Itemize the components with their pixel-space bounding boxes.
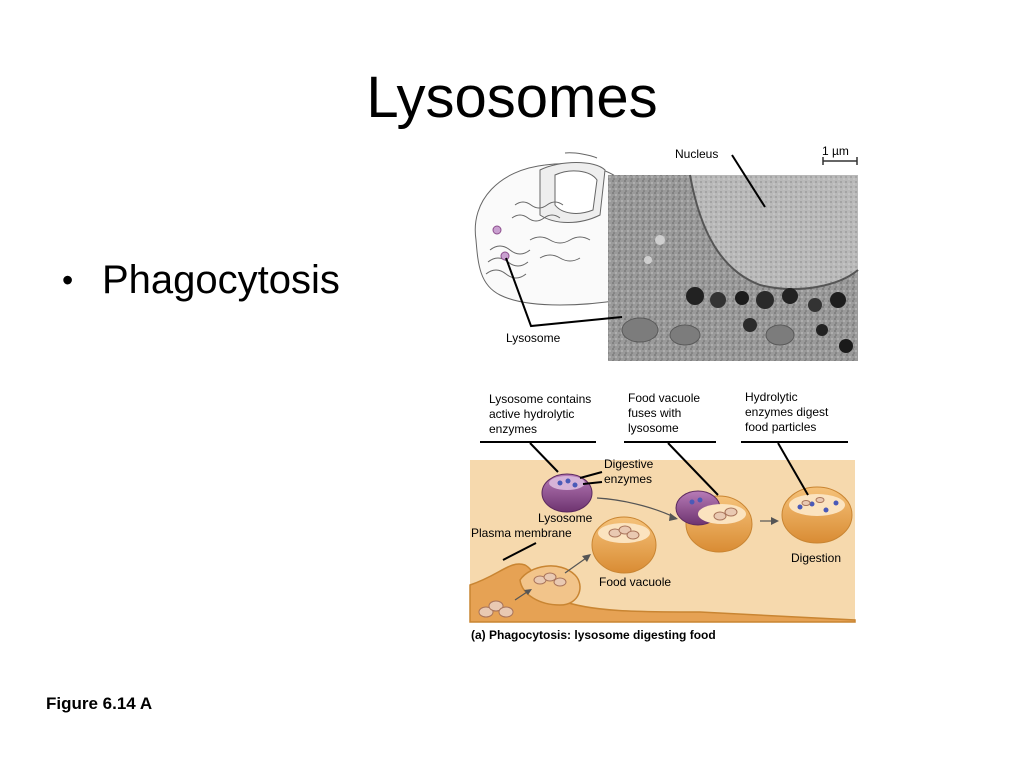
lysosome-top-label: Lysosome (506, 331, 561, 345)
scale-bar-label: 1 µm (822, 144, 849, 158)
nucleus-label: Nucleus (675, 147, 719, 161)
process-arrows (514, 497, 779, 601)
step2-label: Food vacuole fuses with lysosome (628, 391, 701, 435)
figure-caption: Figure 6.14 A (46, 694, 153, 713)
digestion-graphic (781, 486, 853, 544)
plasma-membrane-label: Plasma membrane (471, 526, 572, 540)
step3-label: Hydrolytic enzymes digest food particles (745, 390, 829, 434)
lysosome-graphic (541, 473, 593, 513)
cell-drawing (474, 152, 621, 306)
panel-caption: (a) Phagocytosis: lysosome digesting foo… (471, 628, 716, 642)
digestive-enzymes-label: Digestive enzymes (604, 457, 654, 486)
bullet-dot-icon: • (62, 262, 74, 298)
bullet-text: Phagocytosis (102, 258, 340, 302)
electron-micrograph (608, 174, 859, 361)
digestion-label: Digestion (791, 551, 842, 565)
food-vacuole-graphic (591, 516, 657, 574)
lysosome-lower-label: Lysosome (538, 511, 593, 525)
leader-lines-steps (502, 442, 809, 561)
bullet-item: • Phagocytosis (62, 252, 340, 308)
food-vacuole-label: Food vacuole (599, 575, 672, 589)
leader-lines-top (505, 154, 766, 328)
slide-title: Lysosomes (366, 65, 658, 130)
fusion-graphic (675, 490, 753, 553)
scale-bar (822, 157, 858, 165)
bullet-list: • Phagocytosis (62, 252, 340, 308)
step1-label: Lysosome contains active hydrolytic enzy… (489, 392, 592, 436)
food-particles (478, 572, 567, 618)
